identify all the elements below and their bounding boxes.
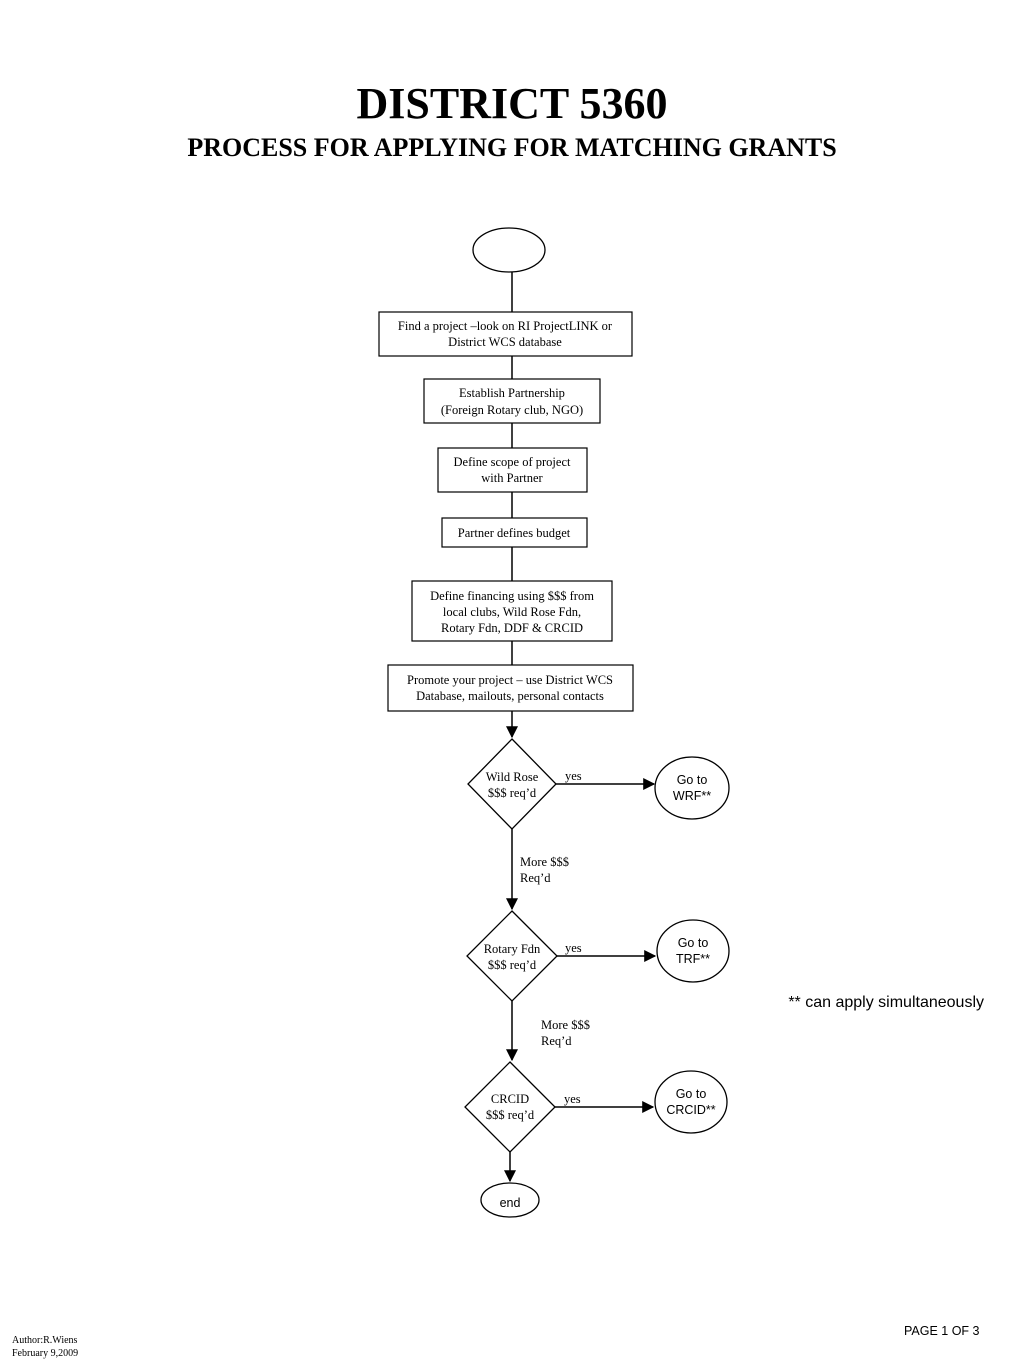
page-title: DISTRICT 5360 — [356, 79, 668, 128]
process-box-4: Partner defines budget — [441, 517, 588, 548]
page-subtitle: PROCESS FOR APPLYING FOR MATCHING GRANTS — [187, 133, 837, 162]
target-3-line-1: Go to — [676, 1087, 707, 1101]
page-number: PAGE 1 OF 3 — [904, 1324, 980, 1338]
author-name: Author:R.Wiens — [12, 1335, 78, 1346]
process-box-2-line-1: Establish Partnership — [459, 386, 565, 400]
process-box-3-line-1: Define scope of project — [454, 455, 571, 469]
process-box-5-line-2: local clubs, Wild Rose Fdn, — [443, 605, 581, 619]
yes-label-1: yes — [565, 769, 582, 783]
author-block: Author:R.Wiens February 9,2009 — [12, 1334, 78, 1360]
yes-label-2: yes — [565, 941, 582, 955]
more-label-2-line-1: More $$$ — [541, 1018, 590, 1032]
process-box-6: Promote your project – use District WCS … — [387, 664, 634, 712]
decision-wild-rose: Wild Rose $$$ req’d — [467, 738, 557, 830]
target-wrf: Go to WRF** — [654, 756, 730, 820]
connectors — [504, 272, 657, 1183]
process-box-5-line-3: Rotary Fdn, DDF & CRCID — [441, 621, 583, 635]
process-box-1-line-1: Find a project –look on RI ProjectLINK o… — [398, 319, 613, 333]
process-box-3: Define scope of project with Partner — [437, 447, 588, 493]
target-2-line-2: TRF** — [676, 952, 710, 966]
simultaneous-note: ** can apply simultaneously — [788, 994, 984, 1011]
process-box-2: Establish Partnership (Foreign Rotary cl… — [423, 378, 601, 424]
more-label-1-line-2: Req’d — [520, 871, 551, 885]
process-box-2-line-2: (Foreign Rotary club, NGO) — [441, 403, 583, 417]
process-box-6-line-1: Promote your project – use District WCS — [407, 673, 613, 687]
decision-1-line-1: Wild Rose — [486, 770, 539, 784]
end-terminal: end — [480, 1182, 540, 1218]
decision-3-line-1: CRCID — [491, 1092, 529, 1106]
process-box-6-line-2: Database, mailouts, personal contacts — [416, 689, 604, 703]
more-label-2-line-2: Req’d — [541, 1034, 572, 1048]
more-label-1-line-1: More $$$ — [520, 855, 569, 869]
process-box-1: Find a project –look on RI ProjectLINK o… — [378, 311, 633, 357]
process-box-4-line-1: Partner defines budget — [458, 526, 571, 540]
target-1-line-1: Go to — [677, 773, 708, 787]
process-box-5-line-1: Define financing using $$$ from — [430, 589, 594, 603]
decision-crcid: CRCID $$$ req’d — [464, 1061, 556, 1153]
target-3-line-2: CRCID** — [666, 1103, 715, 1117]
target-2-line-1: Go to — [678, 936, 709, 950]
process-box-3-line-2: with Partner — [481, 471, 543, 485]
process-box-5: Define financing using $$$ from local cl… — [411, 580, 613, 642]
author-date: February 9,2009 — [12, 1348, 79, 1359]
process-box-1-line-2: District WCS database — [448, 335, 562, 349]
decision-1-line-2: $$$ req’d — [488, 786, 537, 800]
target-crcid: Go to CRCID** — [654, 1070, 728, 1134]
end-label: end — [500, 1196, 521, 1210]
target-1-line-2: WRF** — [673, 789, 711, 803]
decision-rotary-fdn: Rotary Fdn $$$ req’d — [466, 910, 558, 1002]
start-terminal — [472, 227, 546, 273]
target-trf: Go to TRF** — [656, 919, 730, 983]
yes-label-3: yes — [564, 1092, 581, 1106]
decision-3-line-2: $$$ req’d — [486, 1108, 535, 1122]
decision-2-line-2: $$$ req’d — [488, 958, 537, 972]
decision-2-line-1: Rotary Fdn — [484, 942, 541, 956]
